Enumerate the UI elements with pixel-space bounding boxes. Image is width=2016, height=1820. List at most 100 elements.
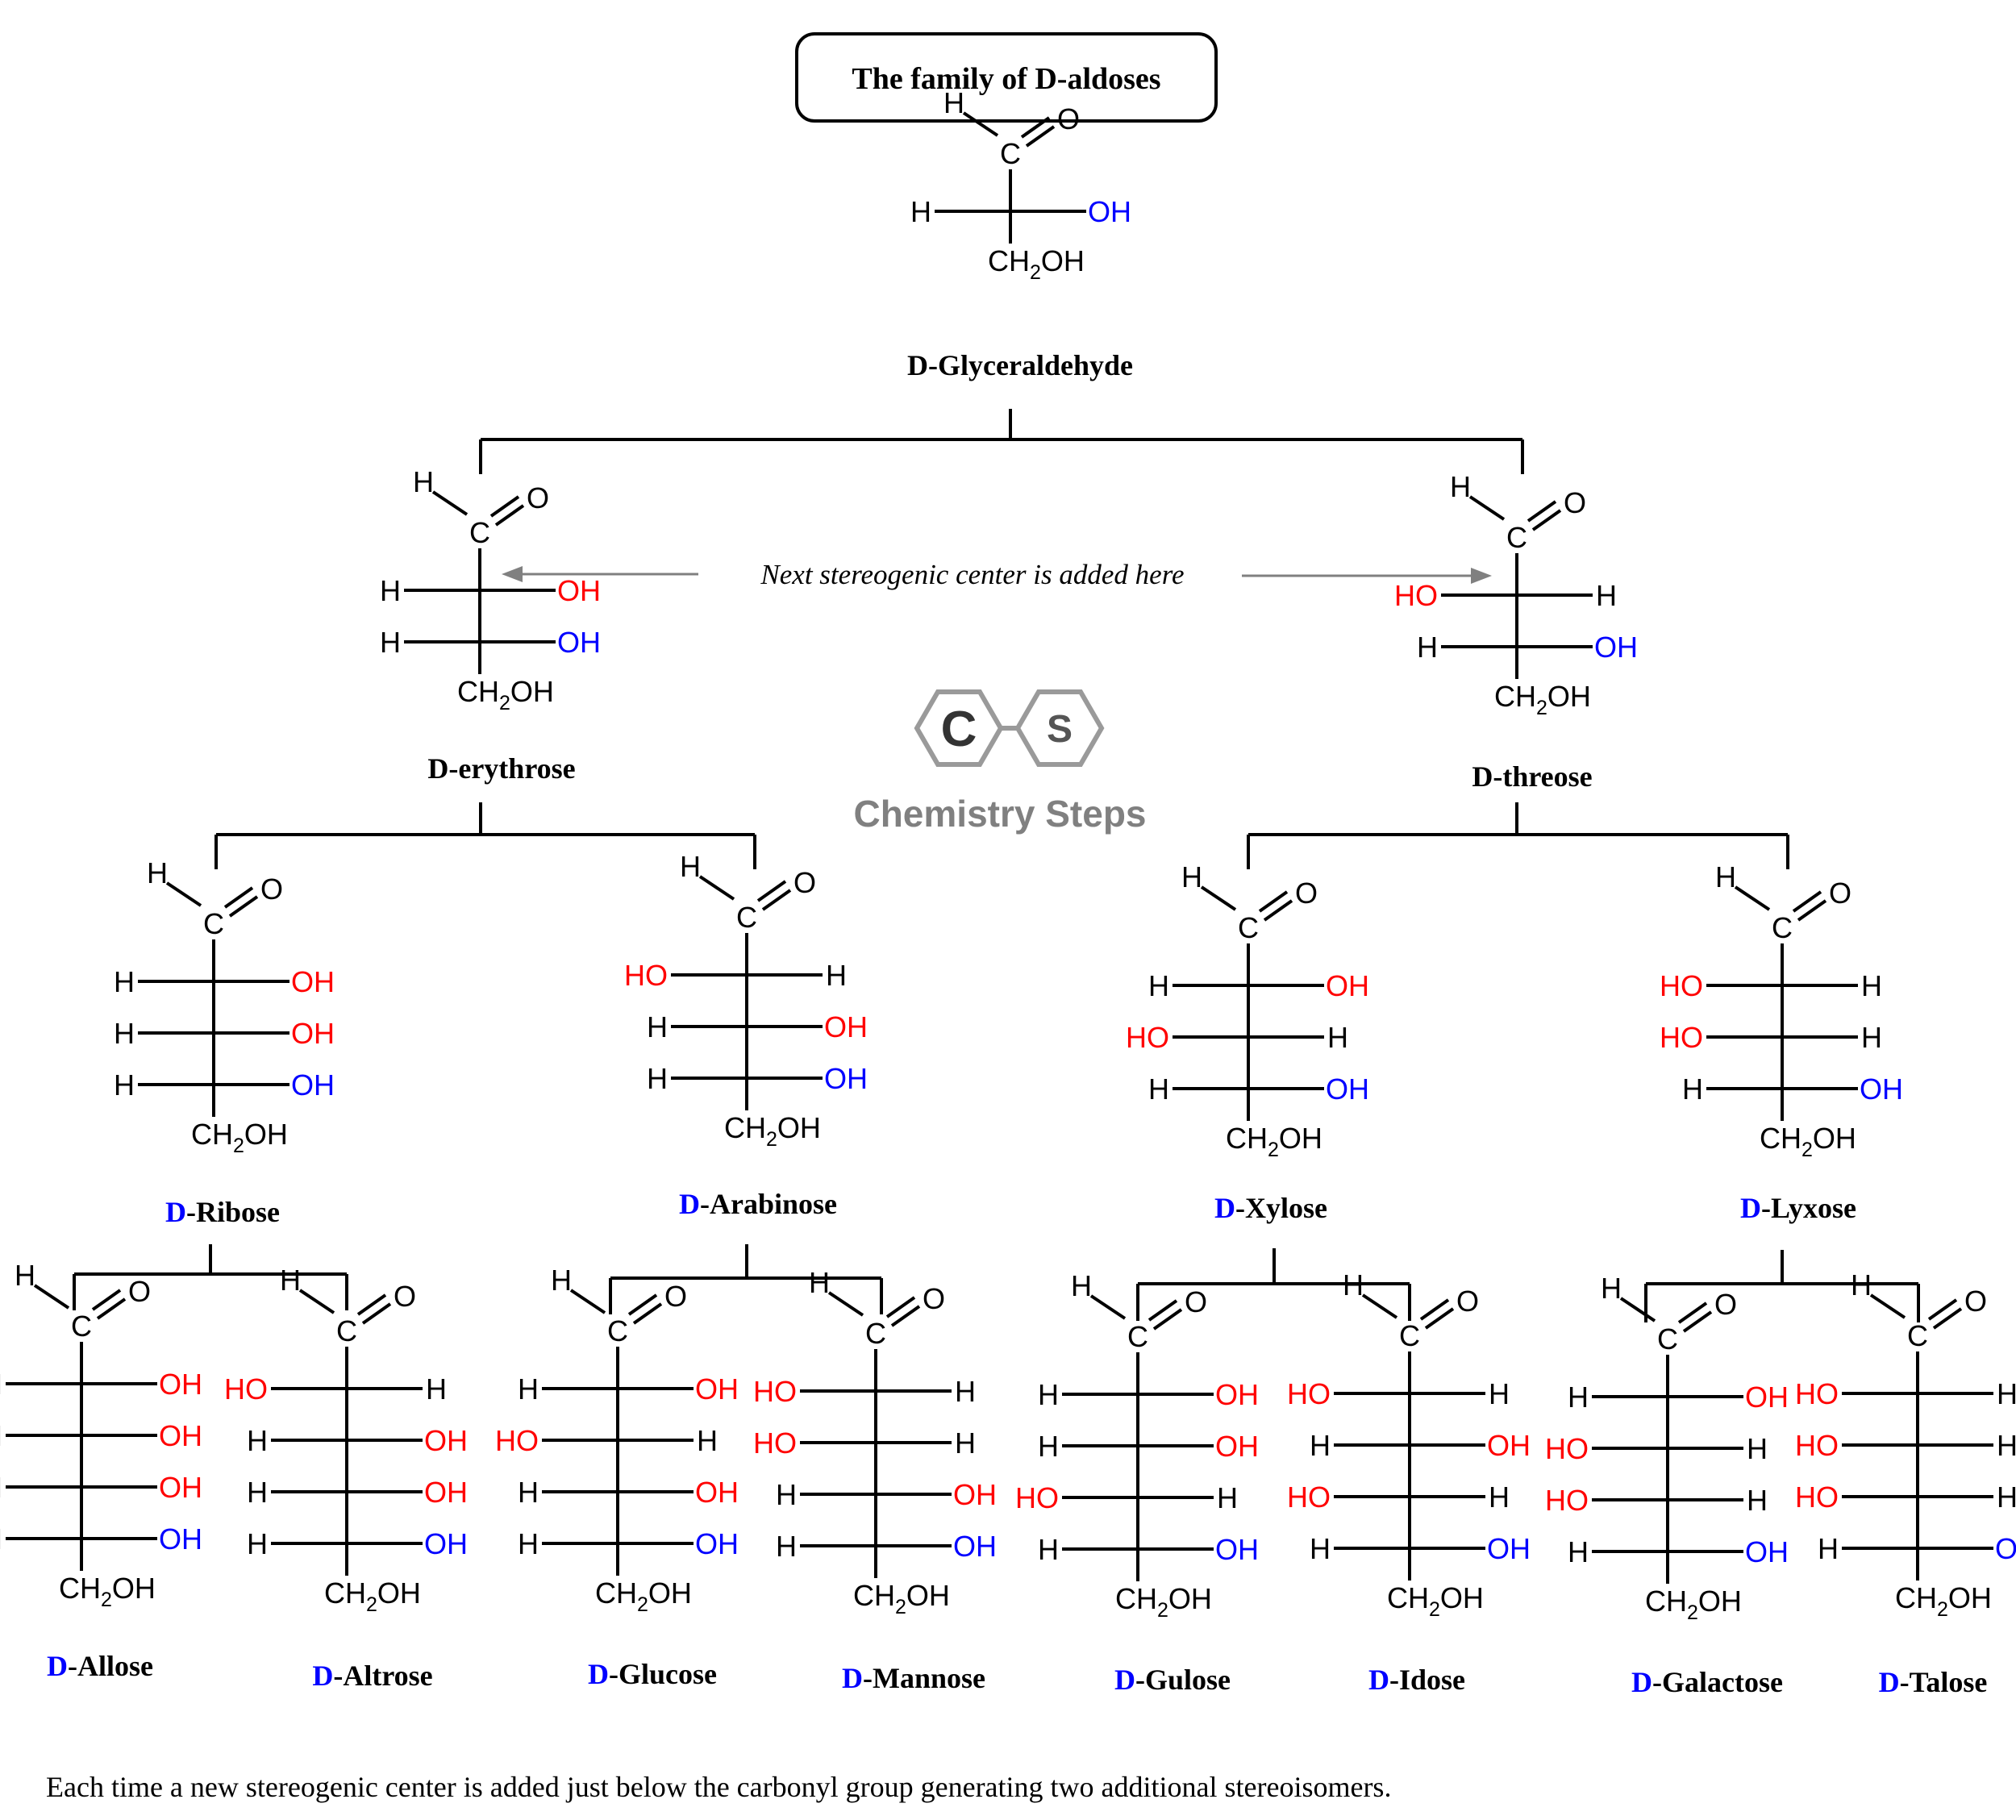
carbonyl-carbon-label: C: [1399, 1319, 1420, 1352]
substituent-h: H: [776, 1530, 797, 1563]
substituent-h: H: [114, 1068, 135, 1102]
hydroxyl-group: OH: [1326, 969, 1369, 1002]
substituent-h: H: [1997, 1377, 2016, 1410]
aldehyde-h-label: H: [551, 1264, 572, 1297]
substituent-h: H: [380, 574, 401, 607]
bond-c-o-2: [96, 1297, 127, 1320]
bond-c-h: [1468, 495, 1506, 521]
carbonyl-oxygen-label: O: [793, 866, 816, 899]
terminal-ch2oh: CH2OH: [724, 1111, 821, 1151]
bond-c-h: [698, 875, 735, 901]
substituent-h: H: [114, 965, 135, 998]
terminal-ch2oh: CH2OH: [1226, 1122, 1322, 1161]
substituent-h: H: [647, 1062, 668, 1095]
terminal-ch2oh: CH2OH: [1645, 1585, 1742, 1624]
hydroxyl-group: OH: [159, 1471, 202, 1504]
terminal-ch2oh: CH2OH: [1760, 1122, 1856, 1161]
bond-c-h: [569, 1289, 606, 1314]
carbonyl-oxygen-label: O: [260, 873, 283, 906]
substituent-h: H: [1310, 1532, 1331, 1565]
page-title: The family of D-aldoses: [852, 62, 1160, 96]
carbonyl-oxygen-label: O: [527, 481, 549, 514]
carbonyl-carbon-label: C: [607, 1314, 628, 1347]
title-block: The family of D-aldoses: [795, 32, 1218, 123]
molecule-name: D-threose: [1472, 760, 1592, 793]
substituent-h: H: [1596, 579, 1617, 612]
carbonyl-carbon-label: C: [1657, 1322, 1678, 1356]
hydroxyl-group: OH: [953, 1530, 997, 1563]
substituent-h: H: [1417, 631, 1438, 664]
hydroxyl-group: OH: [824, 1010, 868, 1043]
carbonyl-carbon-label: C: [1506, 521, 1527, 554]
connector-arabinose: [609, 1244, 883, 1314]
bond-c-o-1: [1527, 500, 1557, 523]
terminal-ch2oh: CH2OH: [1494, 680, 1591, 719]
substituent-h: H: [1148, 1072, 1169, 1106]
hydroxyl-group: HO: [495, 1424, 539, 1457]
carbonyl-carbon-label: C: [71, 1310, 92, 1343]
substituent-h: H: [247, 1424, 268, 1457]
hydroxyl-group: OH: [1860, 1072, 1903, 1106]
molecule-name: D-Glyceraldehyde: [907, 349, 1133, 381]
hydroxyl-group: HO: [1287, 1377, 1331, 1410]
substituent-h: H: [518, 1527, 539, 1560]
hydroxyl-group: OH: [159, 1419, 202, 1452]
carbonyl-carbon-label: C: [469, 516, 490, 549]
substituent-h: H: [380, 626, 401, 659]
hydroxyl-group: HO: [1545, 1432, 1589, 1465]
carbonyl-oxygen-label: O: [1456, 1285, 1479, 1318]
title-box: [795, 32, 1218, 123]
hydroxyl-group: HO: [1795, 1481, 1839, 1514]
hydroxyl-group: HO: [753, 1426, 797, 1460]
bond-c-o-2: [632, 1302, 663, 1325]
hydroxyl-group: HO: [1287, 1481, 1331, 1514]
hydroxyl-group: OH: [1088, 195, 1131, 228]
bond-c-o-2: [1263, 899, 1293, 922]
hydroxyl-group: HO: [753, 1375, 797, 1408]
substituent-h: H: [1747, 1432, 1768, 1465]
footer-note: Each time a new stereogenic center is ad…: [46, 1771, 1391, 1803]
hydroxyl-group: OH: [291, 1017, 335, 1050]
hydroxyl-group: HO: [624, 959, 668, 992]
carbonyl-carbon-label: C: [865, 1317, 886, 1350]
bond-c-o-1: [356, 1293, 387, 1316]
substituent-h: H: [776, 1478, 797, 1511]
substituent-h: H: [1489, 1481, 1510, 1514]
hydroxyl-group: OH: [291, 965, 335, 998]
molecule-name: D-Xylose: [1214, 1192, 1327, 1224]
terminal-ch2oh: CH2OH: [59, 1572, 156, 1611]
hydroxyl-group: OH: [1745, 1535, 1789, 1568]
substituent-h: H: [955, 1426, 976, 1460]
molecule-name: D-Glucose: [588, 1658, 717, 1690]
carbonyl-oxygen-label: O: [1714, 1288, 1737, 1321]
aldehyde-h-label: H: [809, 1266, 830, 1299]
carbonyl-carbon-label: C: [1127, 1320, 1148, 1353]
hydroxyl-group: HO: [224, 1372, 268, 1406]
carbonyl-oxygen-label: O: [1057, 102, 1080, 135]
hydroxyl-group: OH: [557, 574, 601, 607]
carbonyl-carbon-label: C: [736, 901, 757, 934]
bond-c-o-1: [1258, 890, 1289, 913]
terminal-ch2oh: CH2OH: [1387, 1581, 1484, 1621]
terminal-ch2oh: CH2OH: [853, 1579, 950, 1618]
bond-c-h: [298, 1289, 335, 1314]
aldehyde-h-label: H: [15, 1259, 35, 1292]
substituent-h: H: [697, 1424, 718, 1457]
molecule-name: D-Arabinose: [679, 1188, 837, 1220]
molecule-name: D-Lyxose: [1740, 1192, 1856, 1224]
hydroxyl-group: OH: [159, 1522, 202, 1556]
hydroxyl-group: OH: [824, 1062, 868, 1095]
molecule-name: D-Gulose: [1114, 1664, 1231, 1696]
hydroxyl-group: OH: [159, 1368, 202, 1401]
substituent-h: H: [114, 1017, 135, 1050]
terminal-ch2oh: CH2OH: [324, 1576, 421, 1616]
bond-c-o-2: [494, 504, 525, 527]
hydroxyl-group: HO: [1795, 1429, 1839, 1462]
bond-c-h: [827, 1291, 864, 1317]
substituent-h: H: [1327, 1021, 1348, 1054]
carbonyl-oxygen-label: O: [1564, 486, 1586, 519]
bond-c-o-1: [1419, 1298, 1450, 1321]
bond-c-o-2: [228, 895, 259, 918]
